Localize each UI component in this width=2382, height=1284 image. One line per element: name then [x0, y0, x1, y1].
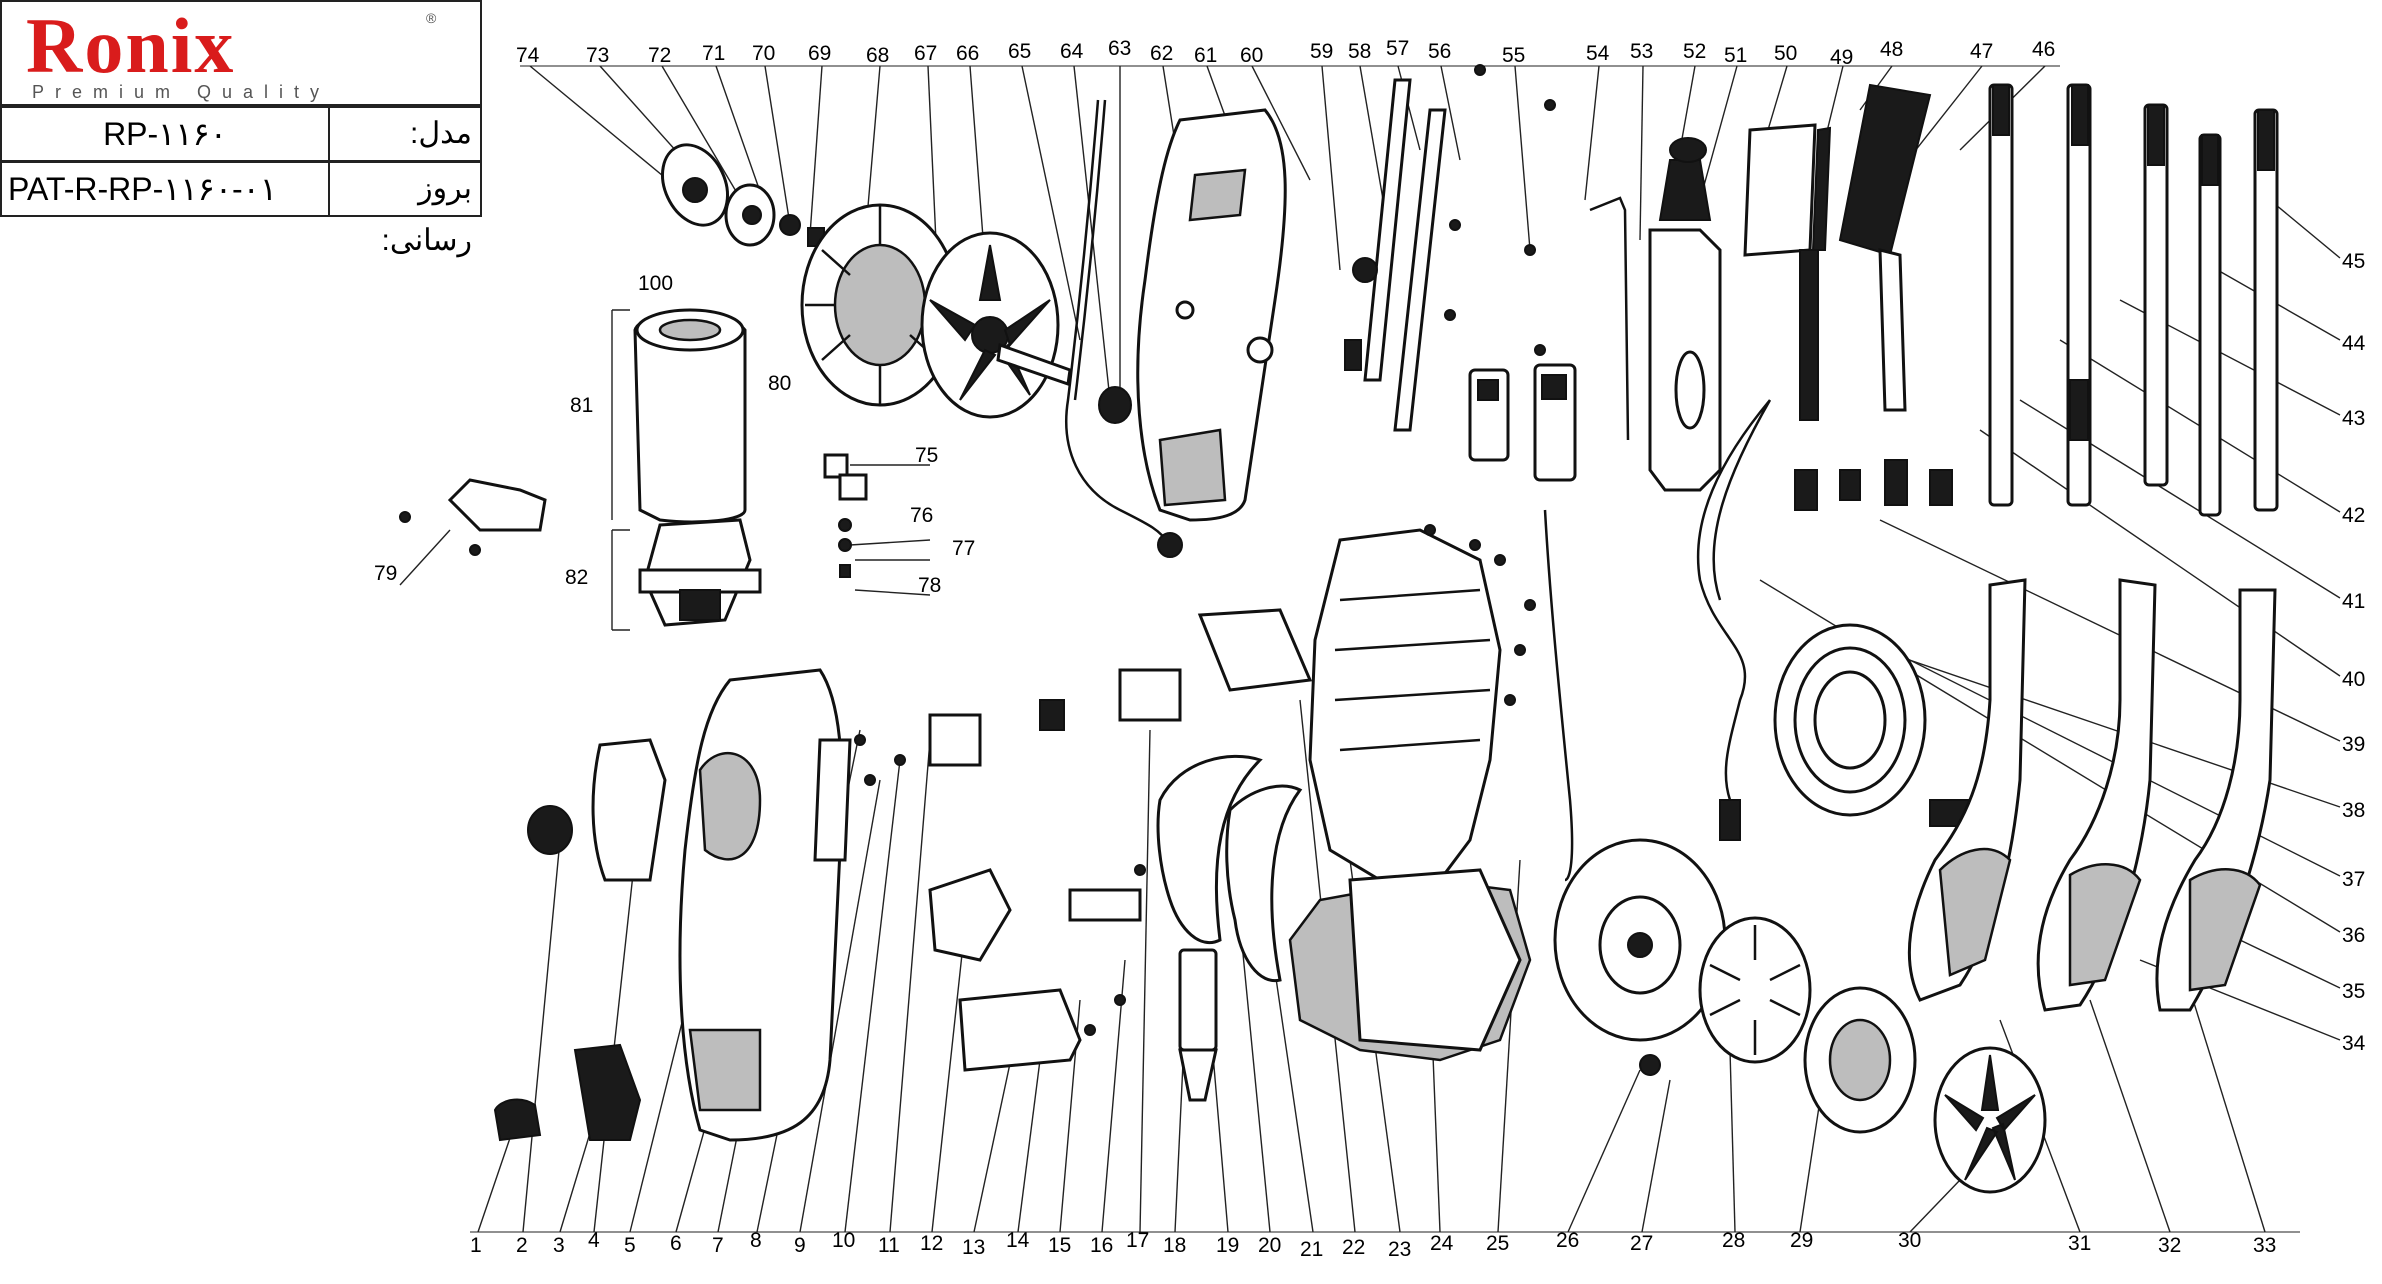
part-label: 6: [670, 1232, 682, 1255]
part-label: 68: [866, 44, 889, 67]
part-label: 79: [374, 562, 397, 585]
part-label: 20: [1258, 1234, 1281, 1257]
part-label: 72: [648, 44, 671, 67]
part-label: 48: [1880, 38, 1903, 61]
part-label: 3: [553, 1234, 565, 1257]
part-label: 100: [638, 272, 673, 295]
part-label: 61: [1194, 44, 1217, 67]
part-label: 24: [1430, 1232, 1454, 1255]
part-label: 4: [588, 1229, 600, 1252]
part-number-labels: 1 2 3 4 5 6 7 8 9 10 11 12 13 14 15 16 1…: [374, 37, 2366, 1261]
registered-mark: ®: [426, 10, 437, 26]
part-label: 15: [1048, 1234, 1071, 1257]
part-label: 77: [952, 537, 975, 560]
update-row: PAT-R-RP-۱۱۶۰-۰۱ بروز رسانی:: [0, 161, 482, 257]
part-label: 52: [1683, 40, 1706, 63]
part-label: 38: [2342, 799, 2365, 822]
part-label: 18: [1163, 1234, 1186, 1257]
part-label: 39: [2342, 733, 2365, 756]
part-label: 53: [1630, 40, 1653, 63]
part-label: 9: [794, 1234, 806, 1257]
part-label: 35: [2342, 980, 2365, 1003]
part-label: 13: [962, 1236, 985, 1259]
part-label: 25: [1486, 1232, 1509, 1255]
parts-artwork: [399, 64, 2279, 1194]
part-label: 12: [920, 1232, 943, 1255]
part-label: 47: [1970, 40, 1993, 63]
part-label: 80: [768, 372, 791, 395]
part-label: 17: [1126, 1229, 1149, 1252]
part-label: 69: [808, 42, 831, 65]
part-label: 76: [910, 504, 933, 527]
part-label: 5: [624, 1234, 636, 1257]
part-label: 27: [1630, 1232, 1653, 1255]
update-value: PAT-R-RP-۱۱۶۰-۰۱: [2, 163, 330, 215]
part-label: 44: [2342, 332, 2366, 355]
part-label: 66: [956, 42, 979, 65]
part-label: 1: [470, 1234, 482, 1257]
part-label: 31: [2068, 1232, 2091, 1255]
part-label: 22: [1342, 1236, 1365, 1259]
model-label: مدل:: [410, 117, 472, 150]
part-label: 64: [1060, 40, 1084, 63]
part-label: 33: [2253, 1234, 2276, 1257]
part-label: 82: [565, 566, 588, 589]
part-label: 37: [2342, 868, 2365, 891]
part-label: 65: [1008, 40, 1031, 63]
part-label: 71: [702, 42, 725, 65]
part-label: 57: [1386, 37, 1409, 60]
part-label: 11: [878, 1234, 900, 1257]
part-label: 30: [1898, 1229, 1921, 1252]
part-label: 73: [586, 44, 609, 67]
part-label: 63: [1108, 37, 1131, 60]
part-label: 49: [1830, 46, 1853, 69]
part-label: 36: [2342, 924, 2365, 947]
brand-logo-box: Ronix ® Premium Quality: [0, 0, 482, 106]
part-label: 26: [1556, 1229, 1579, 1252]
part-label: 60: [1240, 44, 1263, 67]
part-label: 34: [2342, 1032, 2366, 1055]
part-label: 21: [1300, 1238, 1323, 1261]
part-label: 74: [516, 44, 540, 67]
part-label: 55: [1502, 44, 1525, 67]
part-label: 42: [2342, 504, 2365, 527]
brand-logo: Ronix: [26, 2, 236, 89]
part-label: 62: [1150, 42, 1173, 65]
part-label: 54: [1586, 42, 1610, 65]
part-label: 59: [1310, 40, 1333, 63]
part-label: 7: [712, 1234, 724, 1257]
part-label: 56: [1428, 40, 1451, 63]
part-label: 45: [2342, 250, 2365, 273]
part-label: 8: [750, 1229, 762, 1252]
part-label: 67: [914, 42, 937, 65]
part-label: 41: [2342, 590, 2365, 613]
part-label: 16: [1090, 1234, 1113, 1257]
part-label: 29: [1790, 1229, 1813, 1252]
part-label: 46: [2032, 38, 2055, 61]
part-label: 14: [1006, 1229, 1030, 1252]
part-label: 70: [752, 42, 775, 65]
part-label: 58: [1348, 40, 1371, 63]
part-label: 32: [2158, 1234, 2181, 1257]
update-label: بروز رسانی:: [381, 172, 472, 257]
part-label: 50: [1774, 42, 1797, 65]
model-row: RP-۱۱۶۰ مدل:: [0, 106, 482, 162]
part-label: 23: [1388, 1238, 1411, 1261]
model-value: RP-۱۱۶۰: [2, 108, 330, 160]
part-label: 81: [570, 394, 593, 417]
part-label: 78: [918, 574, 941, 597]
part-label: 75: [915, 444, 938, 467]
part-label: 19: [1216, 1234, 1239, 1257]
part-label: 28: [1722, 1229, 1745, 1252]
part-label: 2: [516, 1234, 528, 1257]
part-label: 10: [832, 1229, 855, 1252]
brand-tagline: Premium Quality: [32, 82, 331, 102]
part-label: 51: [1724, 44, 1747, 67]
part-label: 40: [2342, 668, 2365, 691]
part-label: 43: [2342, 407, 2365, 430]
